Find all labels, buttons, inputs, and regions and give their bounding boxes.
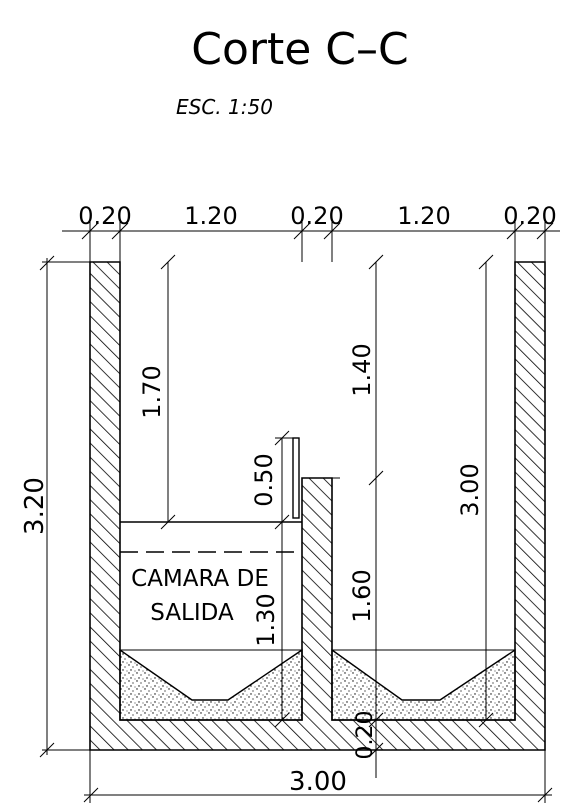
dim-left-upper-tick-top [160, 254, 176, 270]
dim-top-wall-right: 0.20 [503, 202, 556, 230]
drawing-scale: ESC. 1:50 [176, 95, 273, 119]
dim-left-upper-tick-bottom [160, 514, 176, 530]
dim-top-chamber-right: 1.20 [397, 202, 450, 230]
dim-left-upper: 1.70 [138, 365, 166, 418]
dim-right-tick-bottom [368, 742, 384, 758]
width-dim-tick-left [83, 787, 99, 803]
dim-pipe-drop: 0.50 [250, 453, 278, 506]
dim-total-width: 3.00 [289, 767, 347, 797]
gravel-bed-right [331, 648, 516, 721]
dim-right-full-tick-top [478, 254, 494, 270]
dim-right-full-tick-bottom [478, 712, 494, 728]
drawing-title: Corte C–C [191, 24, 409, 75]
dim-right-tick-floor [368, 712, 384, 728]
dim-top-chamber-left: 1.20 [184, 202, 237, 230]
dim-right-tick-mid [368, 470, 384, 486]
dim-right-lower: 1.60 [348, 569, 376, 622]
dim-top-wall-middle: 0.20 [290, 202, 343, 230]
gravel-bed-left [119, 648, 303, 721]
height-dim-tick-top [39, 255, 55, 271]
top-dim-extensions [89, 222, 546, 262]
dim-floor: 0.20 [353, 711, 378, 760]
dim-left-lower-tick-bottom [274, 712, 290, 728]
chamber-label-line1: CAMARA DE [131, 566, 269, 592]
weir-pipe [292, 437, 300, 519]
chamber-label-line2: SALIDA [150, 600, 234, 626]
dim-right-tick-top [368, 254, 384, 270]
dim-top-wall-left: 0.20 [78, 202, 131, 230]
dim-total-height: 3.20 [20, 477, 50, 535]
dim-right-full: 3.00 [456, 463, 484, 516]
dim-left-lower: 1.30 [252, 593, 280, 646]
dim-right-upper: 1.40 [348, 343, 376, 396]
